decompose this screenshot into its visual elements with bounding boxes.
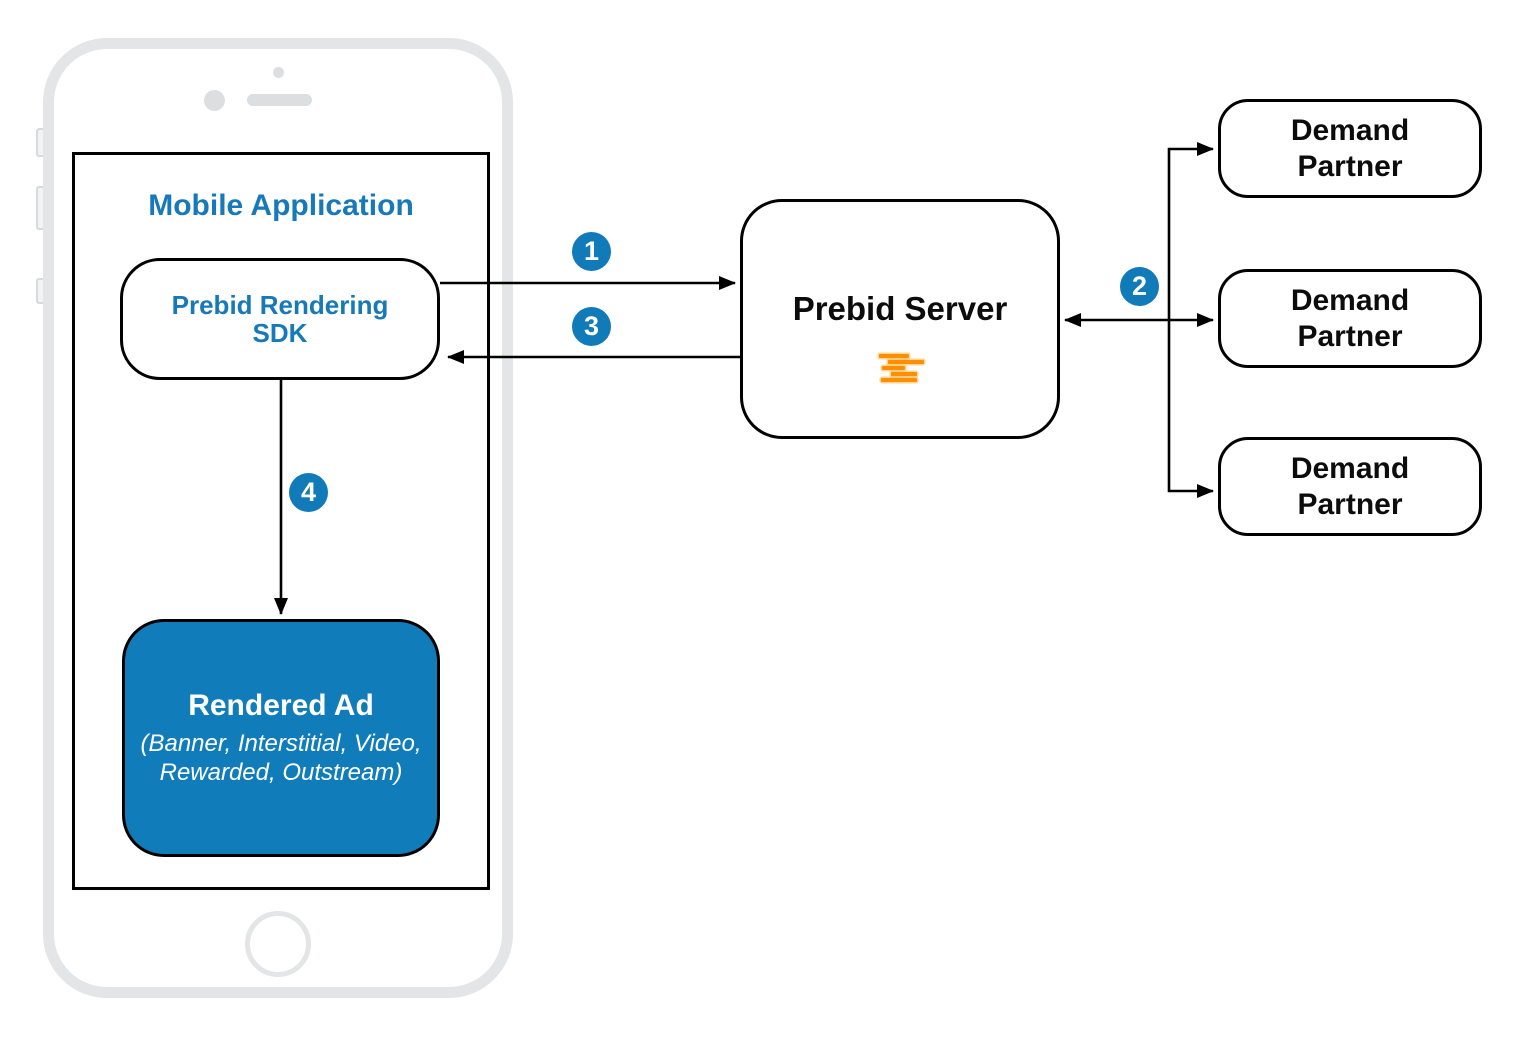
prebid-server-box: Prebid Server	[740, 199, 1060, 439]
demand-partner-box-3: Demand Partner	[1218, 437, 1482, 536]
rendered-ad-title: Rendered Ad	[188, 689, 374, 723]
demand-partner-label: Demand	[1290, 452, 1410, 486]
sdk-label-line2: SDK	[252, 318, 308, 348]
step-badge-3: 3	[572, 307, 611, 346]
demand-partner-label: Partner	[1297, 149, 1403, 183]
prebid-logo-icon	[743, 354, 1057, 384]
prebid-logo-bar	[891, 372, 917, 376]
prebid-logo-bar	[888, 360, 924, 364]
rendered-ad-subtitle-line1: (Banner, Interstitial, Video,	[140, 730, 422, 758]
step-badge-4: 4	[289, 473, 328, 512]
prebid-server-title: Prebid Server	[792, 290, 1008, 327]
prebid-logo-bar	[881, 366, 905, 370]
prebid-rendering-sdk-box: Prebid Rendering SDK	[120, 258, 440, 380]
demand-partner-label: Demand	[1290, 284, 1410, 318]
phone-camera-icon	[204, 90, 225, 111]
demand-partner-box-1: Demand Partner	[1218, 99, 1482, 198]
arrow-branch-to-demand-top	[1167, 142, 1214, 320]
rendered-ad-subtitle: (Banner, Interstitial, Video, Rewarded, …	[140, 730, 421, 786]
demand-partner-label: Demand	[1290, 114, 1410, 148]
prebid-logo-bar	[881, 378, 917, 382]
demand-partner-label: Partner	[1297, 319, 1403, 353]
step-badge-1: 1	[572, 232, 611, 271]
prebid-logo-bar	[879, 354, 909, 358]
mobile-application-title: Mobile Application	[148, 189, 414, 222]
rendered-ad-box: Rendered Ad (Banner, Interstitial, Video…	[122, 619, 440, 857]
sdk-label-line1: Prebid Rendering	[171, 289, 389, 320]
arrow-branch-to-demand-bottom	[1167, 320, 1214, 498]
phone-speaker-icon	[247, 94, 312, 106]
demand-partner-label: Partner	[1297, 487, 1403, 521]
rendered-ad-subtitle-line2: Rewarded, Outstream)	[159, 758, 403, 786]
phone-sensor-dot-icon	[273, 67, 284, 78]
phone-home-button	[245, 911, 311, 977]
step-badge-2: 2	[1120, 267, 1159, 306]
demand-partner-box-2: Demand Partner	[1218, 269, 1482, 368]
